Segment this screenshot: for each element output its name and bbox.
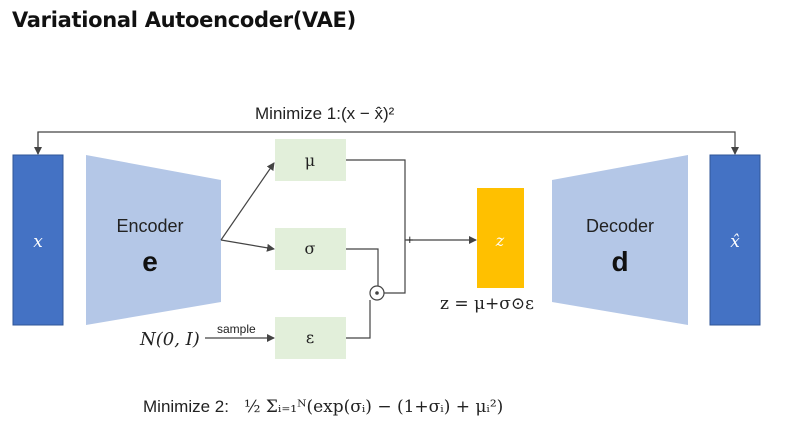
encoder-label: Encoder: [116, 216, 183, 236]
decoder-trapezoid: [552, 155, 688, 325]
input-x-label: x: [33, 232, 43, 252]
output-xhat-label: x̂: [730, 232, 740, 252]
sample-label: sample: [217, 322, 256, 336]
input-x-bar: [12, 154, 64, 326]
encoder-trapezoid: [86, 155, 221, 325]
sigma-box: [275, 228, 346, 270]
minimize2-formula: ½ Σᵢ₌₁ᴺ(exp(σᵢ) − (1+σᵢ) + μᵢ²): [244, 397, 503, 417]
reconstruction-loop-line: [37, 131, 739, 155]
mu-label: μ: [305, 151, 315, 170]
epsilon-label: ε: [306, 328, 314, 347]
minimize1-label: Minimize 1:(x − x̂)²: [255, 104, 395, 123]
z-box: [477, 188, 524, 288]
page-title: Variational Autoencoder(VAE): [12, 8, 356, 32]
decoder-label: Decoder: [586, 216, 654, 236]
z-label: z: [495, 231, 505, 250]
encoder-symbol: e: [142, 246, 158, 277]
z-equation: z = μ+σ⊙ε: [440, 294, 534, 314]
plus-symbol: +: [406, 232, 414, 247]
odot-to-sum-line: [384, 240, 406, 294]
decoder-symbol: d: [611, 246, 628, 277]
encoder-to-sigma-arrow: [220, 239, 275, 252]
mu-to-sum-line: [346, 159, 406, 240]
noise-distribution-label: N(0, I): [139, 329, 200, 350]
mu-box: [275, 139, 346, 181]
epsilon-box: [275, 317, 346, 359]
epsilon-to-odot-line: [346, 300, 371, 339]
sigma-label: σ: [305, 239, 316, 258]
encoder-to-mu-arrow: [220, 162, 275, 241]
minimize2-prefix: Minimize 2:: [143, 397, 229, 416]
sigma-to-odot-line: [346, 248, 379, 286]
output-xhat-bar: [709, 154, 761, 326]
odot-operator-center: [375, 291, 379, 295]
